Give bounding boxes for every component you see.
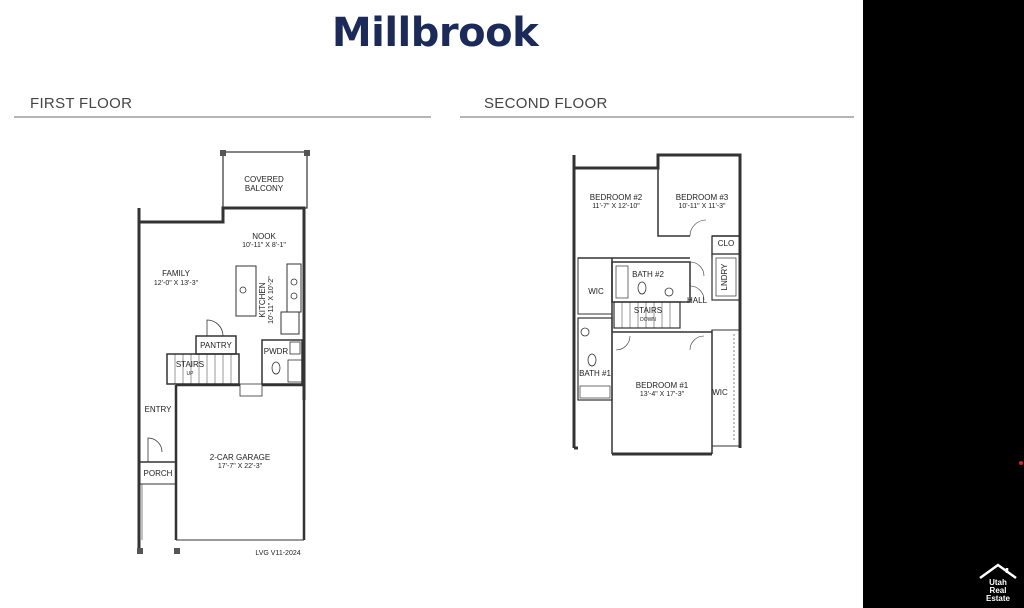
porch bbox=[138, 461, 177, 485]
hall-label: HALL bbox=[687, 296, 708, 305]
wic-left bbox=[577, 257, 613, 315]
bath1 bbox=[577, 317, 613, 401]
first-floor-heading: FIRST FLOOR bbox=[30, 95, 133, 112]
entry-label: ENTRY bbox=[145, 405, 173, 414]
floor-plans: COVERED BALCONY NOOK 10'-11" X 8'-1" FAM… bbox=[137, 150, 742, 557]
bedroom3-wall bbox=[657, 168, 690, 237]
wic-right bbox=[711, 329, 741, 447]
second-floor-stairs bbox=[613, 301, 681, 329]
family-label: FAMILY bbox=[162, 269, 191, 278]
kitchen-label: KITCHEN bbox=[258, 282, 267, 317]
watermark-line-3: Estate bbox=[986, 594, 1011, 602]
bath1-label: BATH #1 bbox=[579, 369, 611, 378]
wic-left-label: WIC bbox=[588, 287, 604, 296]
second-floor-divider bbox=[460, 116, 854, 118]
watermark-line-1: Utah bbox=[989, 578, 1007, 587]
laundry bbox=[711, 253, 741, 301]
lndry-label: LNDRY bbox=[720, 263, 729, 291]
bedroom2-label: BEDROOM #2 bbox=[590, 193, 643, 202]
page-title: Millbrook bbox=[331, 10, 539, 56]
second-floor-labels: BEDROOM #2 11'-7" X 12'-10" BEDROOM #3 1… bbox=[579, 193, 734, 398]
bath2 bbox=[611, 261, 691, 303]
kitchen-island bbox=[235, 265, 257, 317]
plan-version: LVG V11-2024 bbox=[255, 550, 300, 557]
wic-right-label: WIC bbox=[712, 388, 728, 397]
stairs-direction: DOWN bbox=[640, 317, 656, 323]
garage-label: 2-CAR GARAGE bbox=[210, 453, 270, 462]
first-floor-plan bbox=[137, 150, 310, 554]
exterior-wall-upper bbox=[139, 206, 306, 400]
red-marker-dot bbox=[1019, 461, 1023, 465]
first-floor-divider bbox=[14, 116, 431, 118]
balcony-label-1: COVERED bbox=[244, 175, 284, 184]
black-sidebar bbox=[863, 0, 1024, 608]
pwdr-label: PWDR bbox=[264, 347, 289, 356]
stairs-label: STAIRS bbox=[176, 360, 204, 369]
bedroom2-dim: 11'-7" X 12'-10" bbox=[592, 203, 640, 210]
bedroom3-dim: 10'-11" X 11'-3" bbox=[678, 203, 726, 210]
bedroom1-dim: 13'-4" X 17'-3" bbox=[640, 391, 685, 398]
main-canvas bbox=[0, 0, 863, 608]
first-floor-labels: COVERED BALCONY NOOK 10'-11" X 8'-1" FAM… bbox=[144, 175, 301, 557]
bedroom1-label: BEDROOM #1 bbox=[636, 381, 689, 390]
second-floor-heading: SECOND FLOOR bbox=[484, 95, 608, 112]
stairs-label: STAIRS bbox=[634, 306, 662, 315]
stairs-direction: UP bbox=[187, 371, 195, 377]
bath2-label: BATH #2 bbox=[632, 270, 664, 279]
balcony-label-2: BALCONY bbox=[245, 184, 284, 193]
clo-label: CLO bbox=[718, 239, 734, 248]
pantry-label: PANTRY bbox=[200, 341, 232, 350]
porch-label: PORCH bbox=[144, 469, 173, 478]
kitchen-counter bbox=[286, 263, 302, 313]
nook-dim: 10'-11" X 8'-1" bbox=[242, 242, 286, 249]
nook-label: NOOK bbox=[252, 232, 276, 241]
garage-dim: 17'-7" X 22'-3" bbox=[218, 463, 263, 470]
house-logo-icon: Utah Real Estate bbox=[979, 563, 1017, 602]
kitchen-dim: 10'-11" X 10'-2" bbox=[268, 276, 275, 324]
refrigerator bbox=[280, 311, 300, 335]
bedroom3-label: BEDROOM #3 bbox=[676, 193, 729, 202]
watermark-line-2: Real bbox=[990, 586, 1007, 595]
first-floor-stairs bbox=[166, 353, 263, 397]
family-dim: 12'-0" X 13'-3" bbox=[154, 280, 199, 287]
second-floor-plan bbox=[572, 153, 742, 456]
